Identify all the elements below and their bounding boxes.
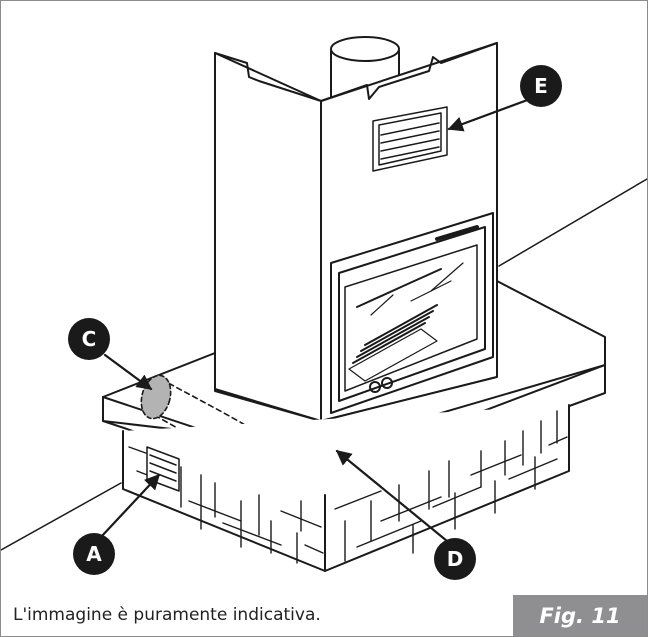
marker-d: D (434, 538, 476, 580)
marker-a: A (73, 533, 115, 575)
room-lines (1, 178, 647, 551)
leader-arrows (99, 93, 543, 543)
figure-label: Fig. 11 (513, 595, 647, 636)
marker-c: C (68, 318, 110, 360)
upper-vent-grille (372, 106, 448, 172)
stone-base (122, 404, 570, 572)
marker-e: E (520, 65, 562, 107)
firebox (330, 212, 494, 414)
disclaimer-caption: L'immagine è puramente indicativa. (13, 605, 321, 625)
